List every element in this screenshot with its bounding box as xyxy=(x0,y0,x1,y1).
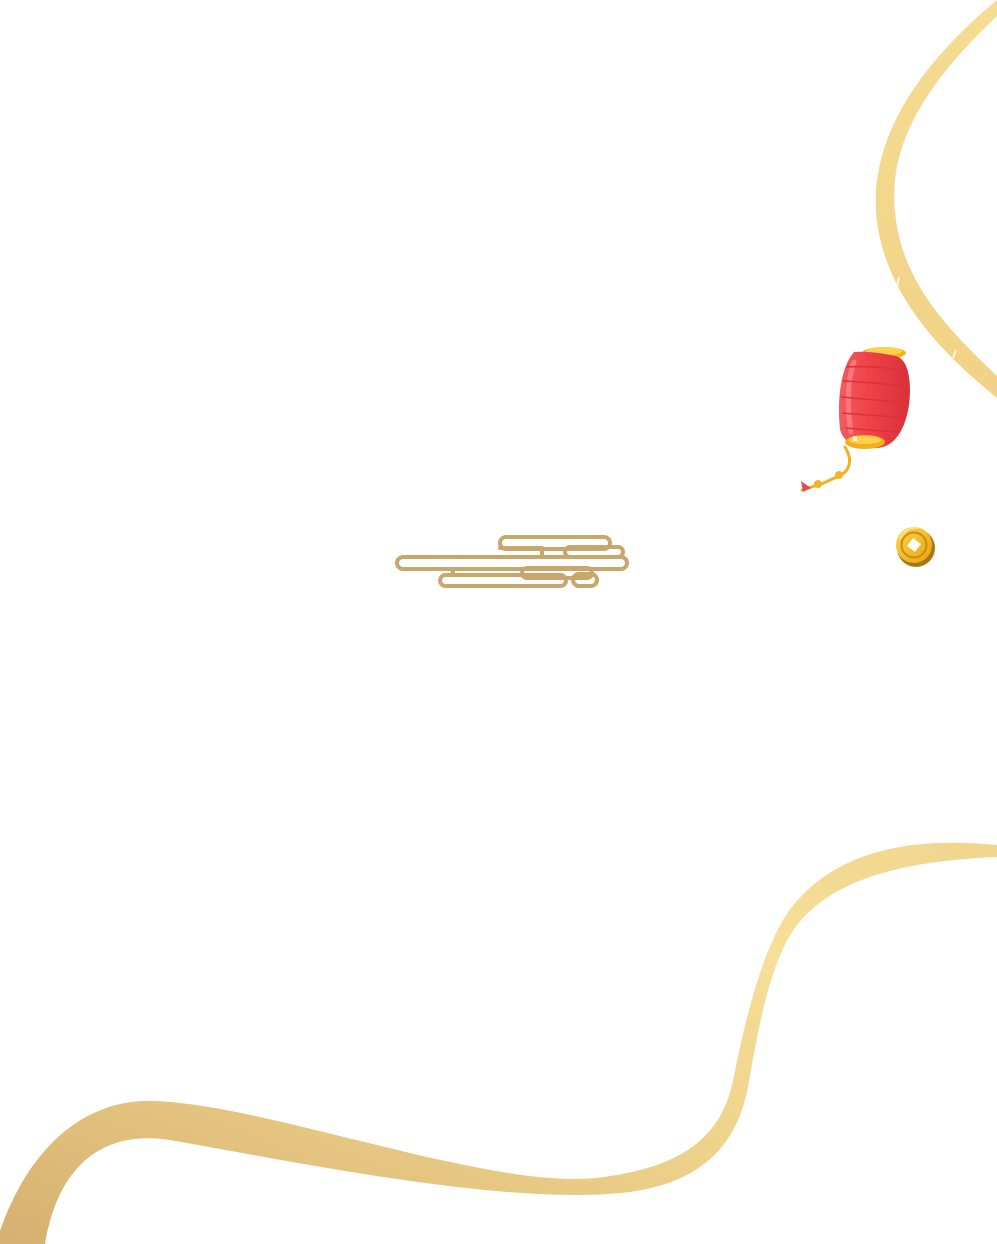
red-lantern-icon xyxy=(800,347,910,492)
bottom-ribbon xyxy=(0,842,997,1244)
auspicious-cloud-icon xyxy=(395,535,629,588)
gold-coin-icon xyxy=(896,526,935,567)
top-ribbon xyxy=(875,0,997,398)
